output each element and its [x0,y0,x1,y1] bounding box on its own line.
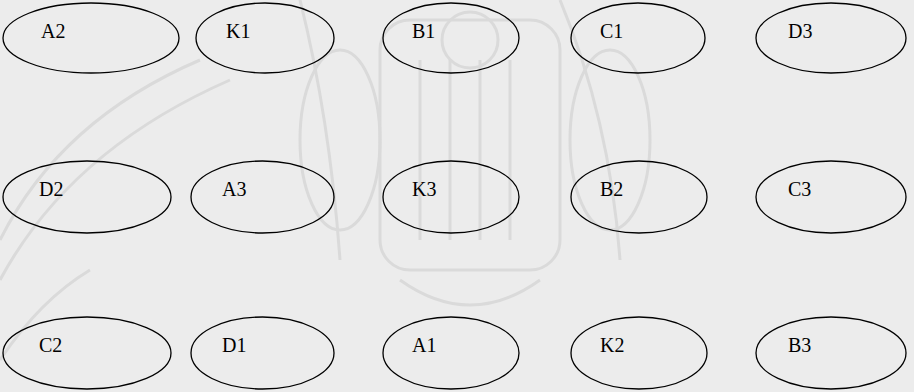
ellipse-node: C1 [570,2,706,74]
node-label: A1 [412,334,436,356]
ellipse-outline [755,160,907,234]
ellipse-outline [195,2,335,74]
node-label: K3 [412,178,436,200]
ellipse-outline [2,160,172,234]
ellipse-outline [382,316,520,390]
ellipse-outline [190,316,335,390]
ellipse-outline [570,160,708,234]
ellipse-outline [190,160,335,234]
ellipse-node: A1 [382,316,520,390]
ellipse-node: B2 [570,160,708,234]
ellipse-node: D3 [755,2,907,74]
ellipse-node: D2 [2,160,172,234]
node-label: K1 [226,20,250,42]
node-label: B1 [412,20,435,42]
ellipse-outline [382,160,520,234]
node-label: B3 [788,334,811,356]
ellipse-node: K1 [195,2,335,74]
ellipse-outline [755,316,907,390]
ellipse-node: A3 [190,160,335,234]
ellipse-node: K2 [570,316,708,390]
ellipse-node: B1 [382,2,520,74]
ellipse-outline [382,2,520,74]
ellipse-node: B3 [755,316,907,390]
ellipse-node: K3 [382,160,520,234]
ellipse-node: D1 [190,316,335,390]
ellipse-node: C2 [2,316,172,390]
node-label: D2 [39,178,63,200]
ellipse-outline [2,316,172,390]
ellipse-node: C3 [755,160,907,234]
ellipse-outline [570,2,706,74]
node-label: K2 [600,334,624,356]
node-label: D1 [222,334,246,356]
node-label: D3 [788,20,812,42]
ellipse-outline [570,316,708,390]
node-label: C1 [600,20,623,42]
node-label: C2 [39,334,62,356]
ellipse-outline [2,2,180,74]
ellipse-node: A2 [2,2,180,74]
node-label: A2 [41,20,65,42]
ellipse-outline [755,2,907,74]
node-label: C3 [788,178,811,200]
node-label: A3 [222,178,246,200]
node-label: B2 [600,178,623,200]
